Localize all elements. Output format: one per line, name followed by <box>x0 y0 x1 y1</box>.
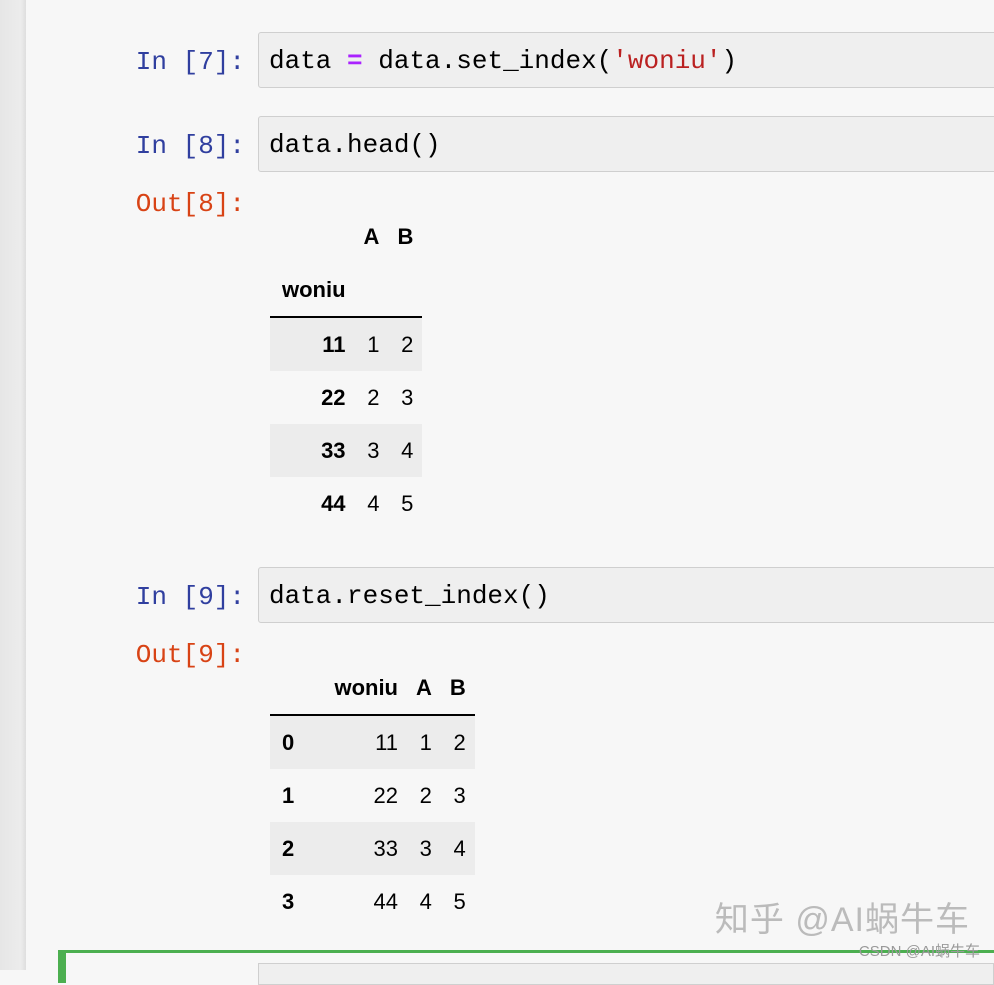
code-string: 'woniu' <box>612 46 722 76</box>
code-token: data.set_index( <box>378 46 613 76</box>
selected-cell[interactable] <box>58 950 994 983</box>
cell: 2 <box>419 782 432 808</box>
cell: 4 <box>419 888 432 914</box>
cell: 22 <box>373 782 398 808</box>
cell: 5 <box>401 490 414 516</box>
corner-cell <box>270 210 355 263</box>
column-header: B <box>440 661 475 716</box>
cell: 3 <box>419 835 432 861</box>
out-prompt-9: Out[9]: <box>135 640 245 670</box>
cell: 2 <box>453 729 466 755</box>
in-prompt-9: In [9]: <box>135 582 245 612</box>
left-gutter <box>0 0 26 970</box>
cell: 3 <box>401 384 414 410</box>
cell: 5 <box>453 888 466 914</box>
cell: 4 <box>367 490 380 516</box>
column-header: A <box>363 223 380 249</box>
cell: 1 <box>419 729 432 755</box>
code-input-7[interactable]: data = data.set_index('woniu') <box>258 32 994 88</box>
cell: 33 <box>373 835 398 861</box>
cell: 4 <box>401 437 414 463</box>
code-input-next[interactable] <box>258 963 994 985</box>
row-index: 33 <box>321 437 346 463</box>
code-operator: = <box>347 46 363 76</box>
code-input-9[interactable]: data.reset_index() <box>258 567 994 623</box>
index-name-header: woniu <box>270 263 355 318</box>
row-index: 22 <box>321 384 346 410</box>
column-header: B <box>397 223 414 249</box>
row-index: 3 <box>282 888 295 914</box>
row-index: 0 <box>282 729 295 755</box>
watermark-small: CSDN @AI蜗牛车 <box>858 943 980 960</box>
row-index: 2 <box>282 835 295 861</box>
cell: 2 <box>367 384 380 410</box>
watermark: 知乎 @AI蜗牛车 <box>714 901 970 939</box>
code-token: data <box>269 46 332 76</box>
corner-cell <box>270 661 319 716</box>
code-input-8[interactable]: data.head() <box>258 116 994 172</box>
cell: 4 <box>453 835 466 861</box>
in-prompt-8: In [8]: <box>135 131 245 161</box>
row-index: 1 <box>282 782 295 808</box>
out-prompt-8: Out[8]: <box>135 189 245 219</box>
column-header: A <box>407 661 441 716</box>
code-token: ) <box>721 46 738 76</box>
cell: 3 <box>367 437 380 463</box>
cell: 44 <box>373 888 398 914</box>
column-header: woniu <box>319 661 407 716</box>
in-prompt-7: In [7]: <box>135 47 245 77</box>
cell: 3 <box>453 782 466 808</box>
row-index: 11 <box>322 331 346 357</box>
cell: 11 <box>375 729 398 755</box>
cell: 2 <box>401 331 414 357</box>
cell: 1 <box>367 331 380 357</box>
row-index: 44 <box>321 490 346 516</box>
